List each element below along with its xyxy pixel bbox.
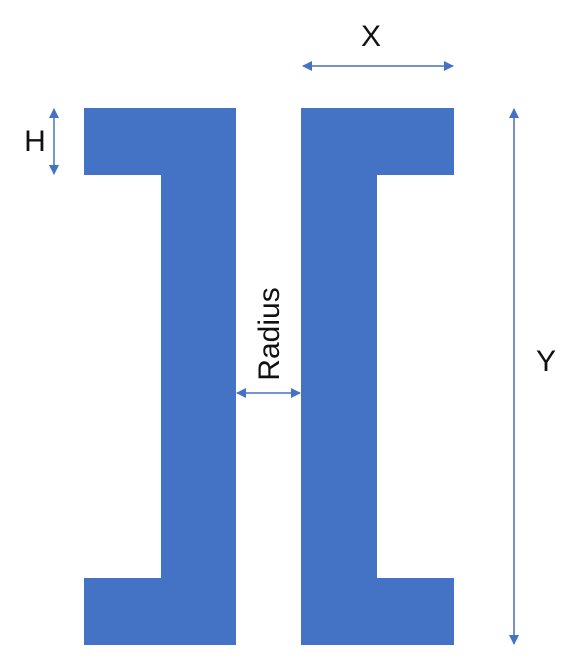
y-dimension-label: Y <box>536 345 556 378</box>
radius-dimension-label: Radius <box>253 287 286 380</box>
right-bracket-shape <box>301 108 454 645</box>
left-bracket-shape <box>84 108 236 645</box>
x-dimension-label: X <box>361 20 381 53</box>
h-dimension-label: H <box>24 125 46 158</box>
